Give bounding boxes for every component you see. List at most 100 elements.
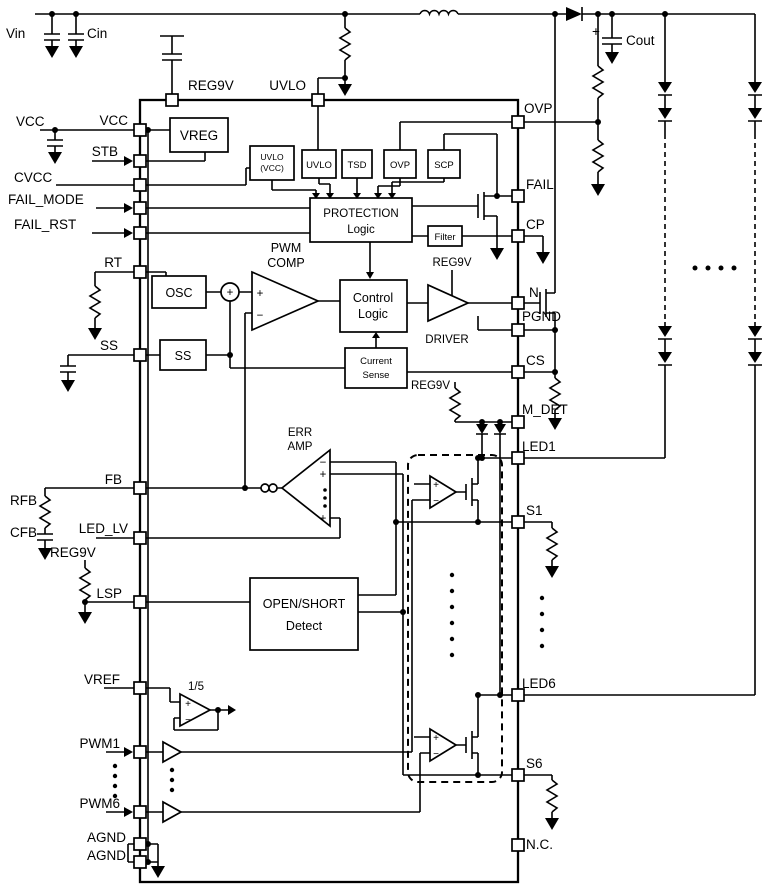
label-pin-n: N [529, 285, 539, 300]
wires-led-strings-dashed [664, 134, 756, 322]
led-icon [658, 82, 672, 93]
label-pin-ss: SS [100, 338, 118, 353]
ch1-minus-mark: − [433, 496, 439, 507]
pin-led1 [511, 451, 525, 465]
pin-lsp [133, 595, 147, 609]
pin-stb [133, 154, 147, 168]
label-reg9v-mdet: REG9V [411, 380, 450, 392]
label-err-2: AMP [288, 441, 313, 453]
protection-logic-block [309, 197, 413, 243]
led-icon [658, 108, 672, 119]
arrow-up-icon [372, 332, 380, 338]
resistor-s1 [545, 527, 559, 561]
label-pwm-2: COMP [267, 256, 305, 270]
led-icon [748, 82, 762, 93]
channel1-amp [429, 474, 458, 510]
label-one-fifth: 1/5 [188, 681, 204, 693]
resistor-mdet [448, 387, 462, 421]
label-pwm-1: PWM [271, 241, 302, 255]
pin-pwm6 [133, 805, 147, 819]
label-pin-s6: S6 [526, 756, 543, 771]
control-logic-block [339, 279, 408, 333]
wires-error-amp [37, 461, 404, 775]
label-uvlo-vcc-1: UVLO [260, 152, 284, 162]
ch1-plus-mark: + [433, 480, 439, 491]
label-tsd: TSD [348, 160, 367, 171]
ground-icon [61, 380, 75, 392]
pin-pgnd [511, 323, 525, 337]
ground-icon [338, 84, 352, 96]
resistor-uvlo-divider [338, 27, 352, 61]
erramp-minus-mark: − [320, 457, 327, 469]
arrowheads [124, 156, 396, 817]
pin-agnd2 [133, 855, 147, 869]
pin-ovp [511, 115, 525, 129]
pin-agnd1 [133, 837, 147, 851]
input-arrow-icon [124, 203, 133, 213]
label-ovp-block: OVP [390, 160, 410, 171]
pwm-comparator [251, 270, 321, 332]
driver-amp [427, 283, 471, 323]
wires-channels [181, 457, 553, 818]
label-driver: DRIVER [425, 334, 468, 346]
label-filter: Filter [434, 232, 455, 243]
ground-icon [591, 184, 605, 196]
label-pin-s1: S1 [526, 503, 543, 518]
erramp-plus-mark2: + [320, 513, 327, 525]
ss-block [159, 339, 207, 371]
resistor-ovp-lower [591, 139, 605, 173]
fb-output-circle [268, 483, 278, 493]
ch6-minus-mark: − [433, 749, 439, 760]
label-uvlo-block: UVLO [306, 160, 332, 171]
label-control-2: Logic [358, 307, 388, 321]
label-open-short-2: Detect [286, 619, 323, 633]
wires-agnd [127, 843, 159, 866]
label-control-1: Control [353, 291, 393, 305]
label-rfb: RFB [10, 493, 37, 508]
resistor-rt [88, 285, 102, 319]
wires-led-strings [524, 14, 762, 696]
resistor-s6 [545, 779, 559, 813]
resistor-ovp-upper [591, 65, 605, 99]
arrow-down-icon [366, 272, 374, 279]
resistor-lsp [78, 567, 92, 601]
pin-fail-mode [133, 201, 147, 215]
ground-icon [69, 46, 83, 58]
ground-icon [545, 818, 559, 830]
input-arrow-icon [124, 156, 133, 166]
label-uvlo-top: UVLO [269, 78, 306, 93]
label-uvlo-vcc-2: (VCC) [260, 163, 284, 173]
open-short-detect-block [249, 577, 359, 651]
wires-right [399, 121, 598, 418]
label-pin-agnd1: AGND [87, 830, 126, 845]
mdet-diode-icon [494, 424, 506, 434]
label-reg9v-top: REG9V [188, 78, 234, 93]
led-icon [658, 326, 672, 337]
labels: Vin Cin UVLO REG9V + Cout VCC RFB CFB RE… [6, 24, 655, 863]
pin-ss [133, 348, 147, 362]
filter-block [427, 225, 463, 247]
resistor-rfb [38, 495, 52, 529]
label-current-2: Sense [363, 370, 390, 381]
rectifier-diode-icon [566, 7, 582, 21]
arrow-down-icon [312, 193, 320, 199]
diode-icons [476, 7, 762, 434]
summing-node [220, 282, 240, 302]
label-vreg: VREG [180, 128, 218, 143]
label-pin-fail-rst: FAIL_RST [14, 217, 76, 232]
pwm6-buffer [162, 800, 183, 824]
led-icon [748, 108, 762, 119]
pin-vref [133, 681, 147, 695]
label-pin-led1: LED1 [522, 439, 556, 454]
label-pin-cs: CS [526, 353, 545, 368]
pin-cvcc [133, 178, 147, 192]
pin-n [511, 296, 525, 310]
led-icon [748, 352, 762, 363]
pin-uvlo [311, 93, 325, 107]
pin-s1 [511, 515, 525, 529]
osc-block [151, 275, 207, 309]
ground-icon [45, 46, 59, 58]
fifth-minus-mark: − [185, 715, 191, 726]
fifth-plus-mark: + [185, 699, 191, 710]
output-arrow-icon [228, 705, 236, 715]
